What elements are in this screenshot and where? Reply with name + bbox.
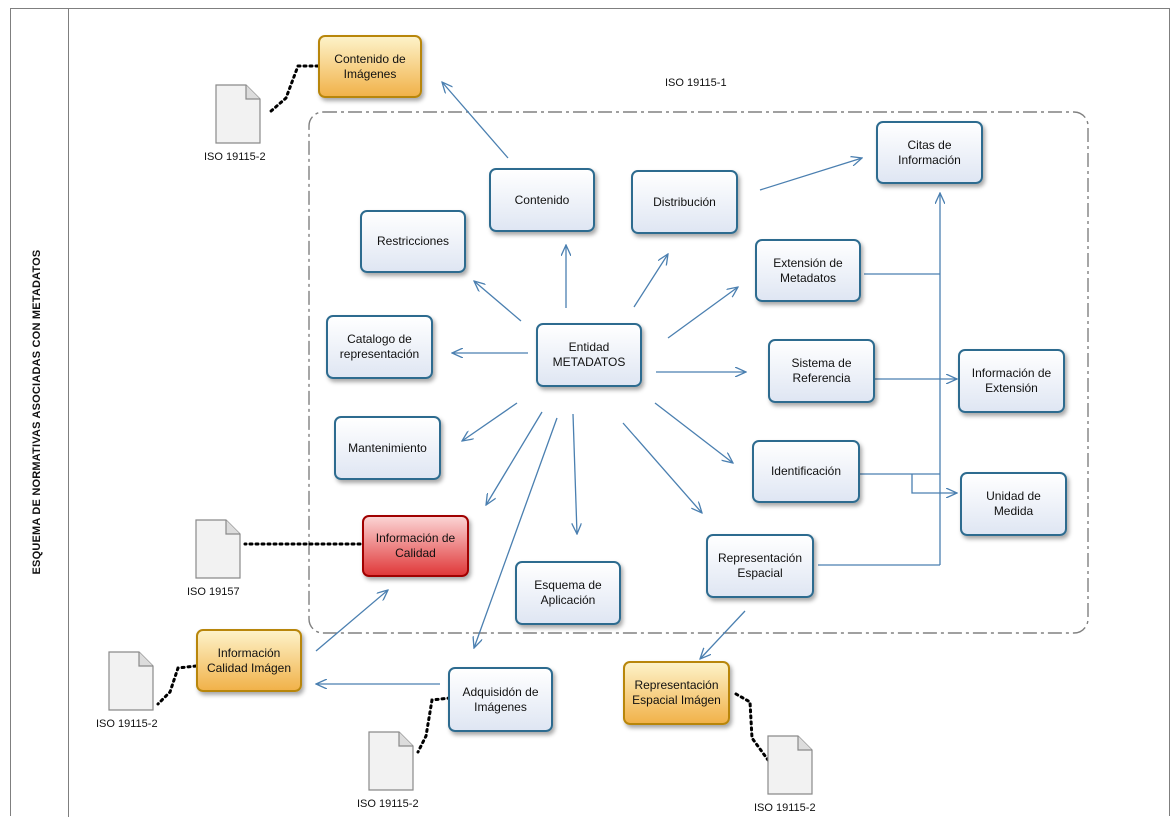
- arrow-calidad-imagen-to-calidad: [315, 590, 388, 652]
- node-identificacion[interactable]: Identificación: [752, 440, 860, 503]
- iso-19115-1-boundary: [308, 111, 1089, 634]
- node-catalogo-representacion[interactable]: Catalogo de representación: [326, 315, 433, 379]
- arrow-to-esquema-aplicacion: [573, 413, 577, 534]
- arrow-to-identificacion: [654, 402, 733, 463]
- node-entidad-metadatos[interactable]: Entidad METADATOS: [536, 323, 642, 387]
- doclink-adquisicion: [416, 696, 452, 754]
- node-unidad-medida[interactable]: Unidad de Medida: [960, 472, 1067, 536]
- node-informacion-calidad[interactable]: Información de Calidad: [362, 515, 469, 577]
- arrow-to-informacion-calidad: [486, 411, 543, 505]
- node-sistema-referencia[interactable]: Sistema de Referencia: [768, 339, 875, 403]
- document-icon: [368, 731, 414, 791]
- doc-label: ISO 19115-2: [754, 802, 816, 814]
- arrow-to-contenido-imagenes: [442, 82, 509, 159]
- arrow-to-adquisicion: [474, 417, 558, 648]
- doclink-contenido-imagenes: [268, 64, 320, 114]
- node-extension-metadatos[interactable]: Extensión de Metadatos: [755, 239, 861, 302]
- node-restricciones[interactable]: Restricciones: [360, 210, 466, 273]
- document-icon: [215, 84, 261, 144]
- document-icon: [195, 519, 241, 579]
- doc-label: ISO 19157: [187, 586, 240, 598]
- doclink-repr-espacial-imagen: [734, 692, 770, 762]
- arrow-to-extension-metadatos: [667, 287, 738, 339]
- node-distribucion[interactable]: Distribución: [631, 170, 738, 234]
- node-informacion-extension[interactable]: Información de Extensión: [958, 349, 1065, 413]
- arrow-to-mantenimiento: [462, 402, 518, 441]
- doc-label: ISO 19115-2: [357, 798, 419, 810]
- node-citas-informacion[interactable]: Citas de Información: [876, 121, 983, 184]
- arrow-to-restricciones: [474, 281, 522, 322]
- node-repr-espacial-imagen[interactable]: Representación Espacial Imágen: [623, 661, 730, 725]
- node-contenido-imagenes[interactable]: Contenido de Imágenes: [318, 35, 422, 98]
- iso-19115-1-label: ISO 19115-1: [665, 77, 727, 89]
- connector-identificacion-to-unidad: [911, 474, 957, 493]
- node-adquisicion-imagenes[interactable]: Adquisidón de Imágenes: [448, 667, 553, 732]
- document-icon: [108, 651, 154, 711]
- lane-separator: [68, 8, 69, 817]
- doc-label: ISO 19115-2: [96, 718, 158, 730]
- arrow-distribucion-to-citas: [759, 158, 862, 191]
- doc-label: ISO 19115-2: [204, 151, 266, 163]
- arrow-to-representacion-espacial: [622, 422, 702, 513]
- diagram-frame: [10, 8, 1170, 816]
- node-mantenimiento[interactable]: Mantenimiento: [334, 416, 441, 480]
- doclink-calidad-imagen: [156, 664, 198, 706]
- arrow-to-distribucion: [633, 254, 668, 308]
- node-representacion-espacial[interactable]: Representación Espacial: [706, 534, 814, 598]
- node-calidad-imagen[interactable]: Información Calidad Imágen: [196, 629, 302, 692]
- document-icon: [767, 735, 813, 795]
- node-contenido[interactable]: Contenido: [489, 168, 595, 232]
- node-esquema-aplicacion[interactable]: Esquema de Aplicación: [515, 561, 621, 625]
- arrow-repr-espacial-to-imagen: [700, 610, 746, 659]
